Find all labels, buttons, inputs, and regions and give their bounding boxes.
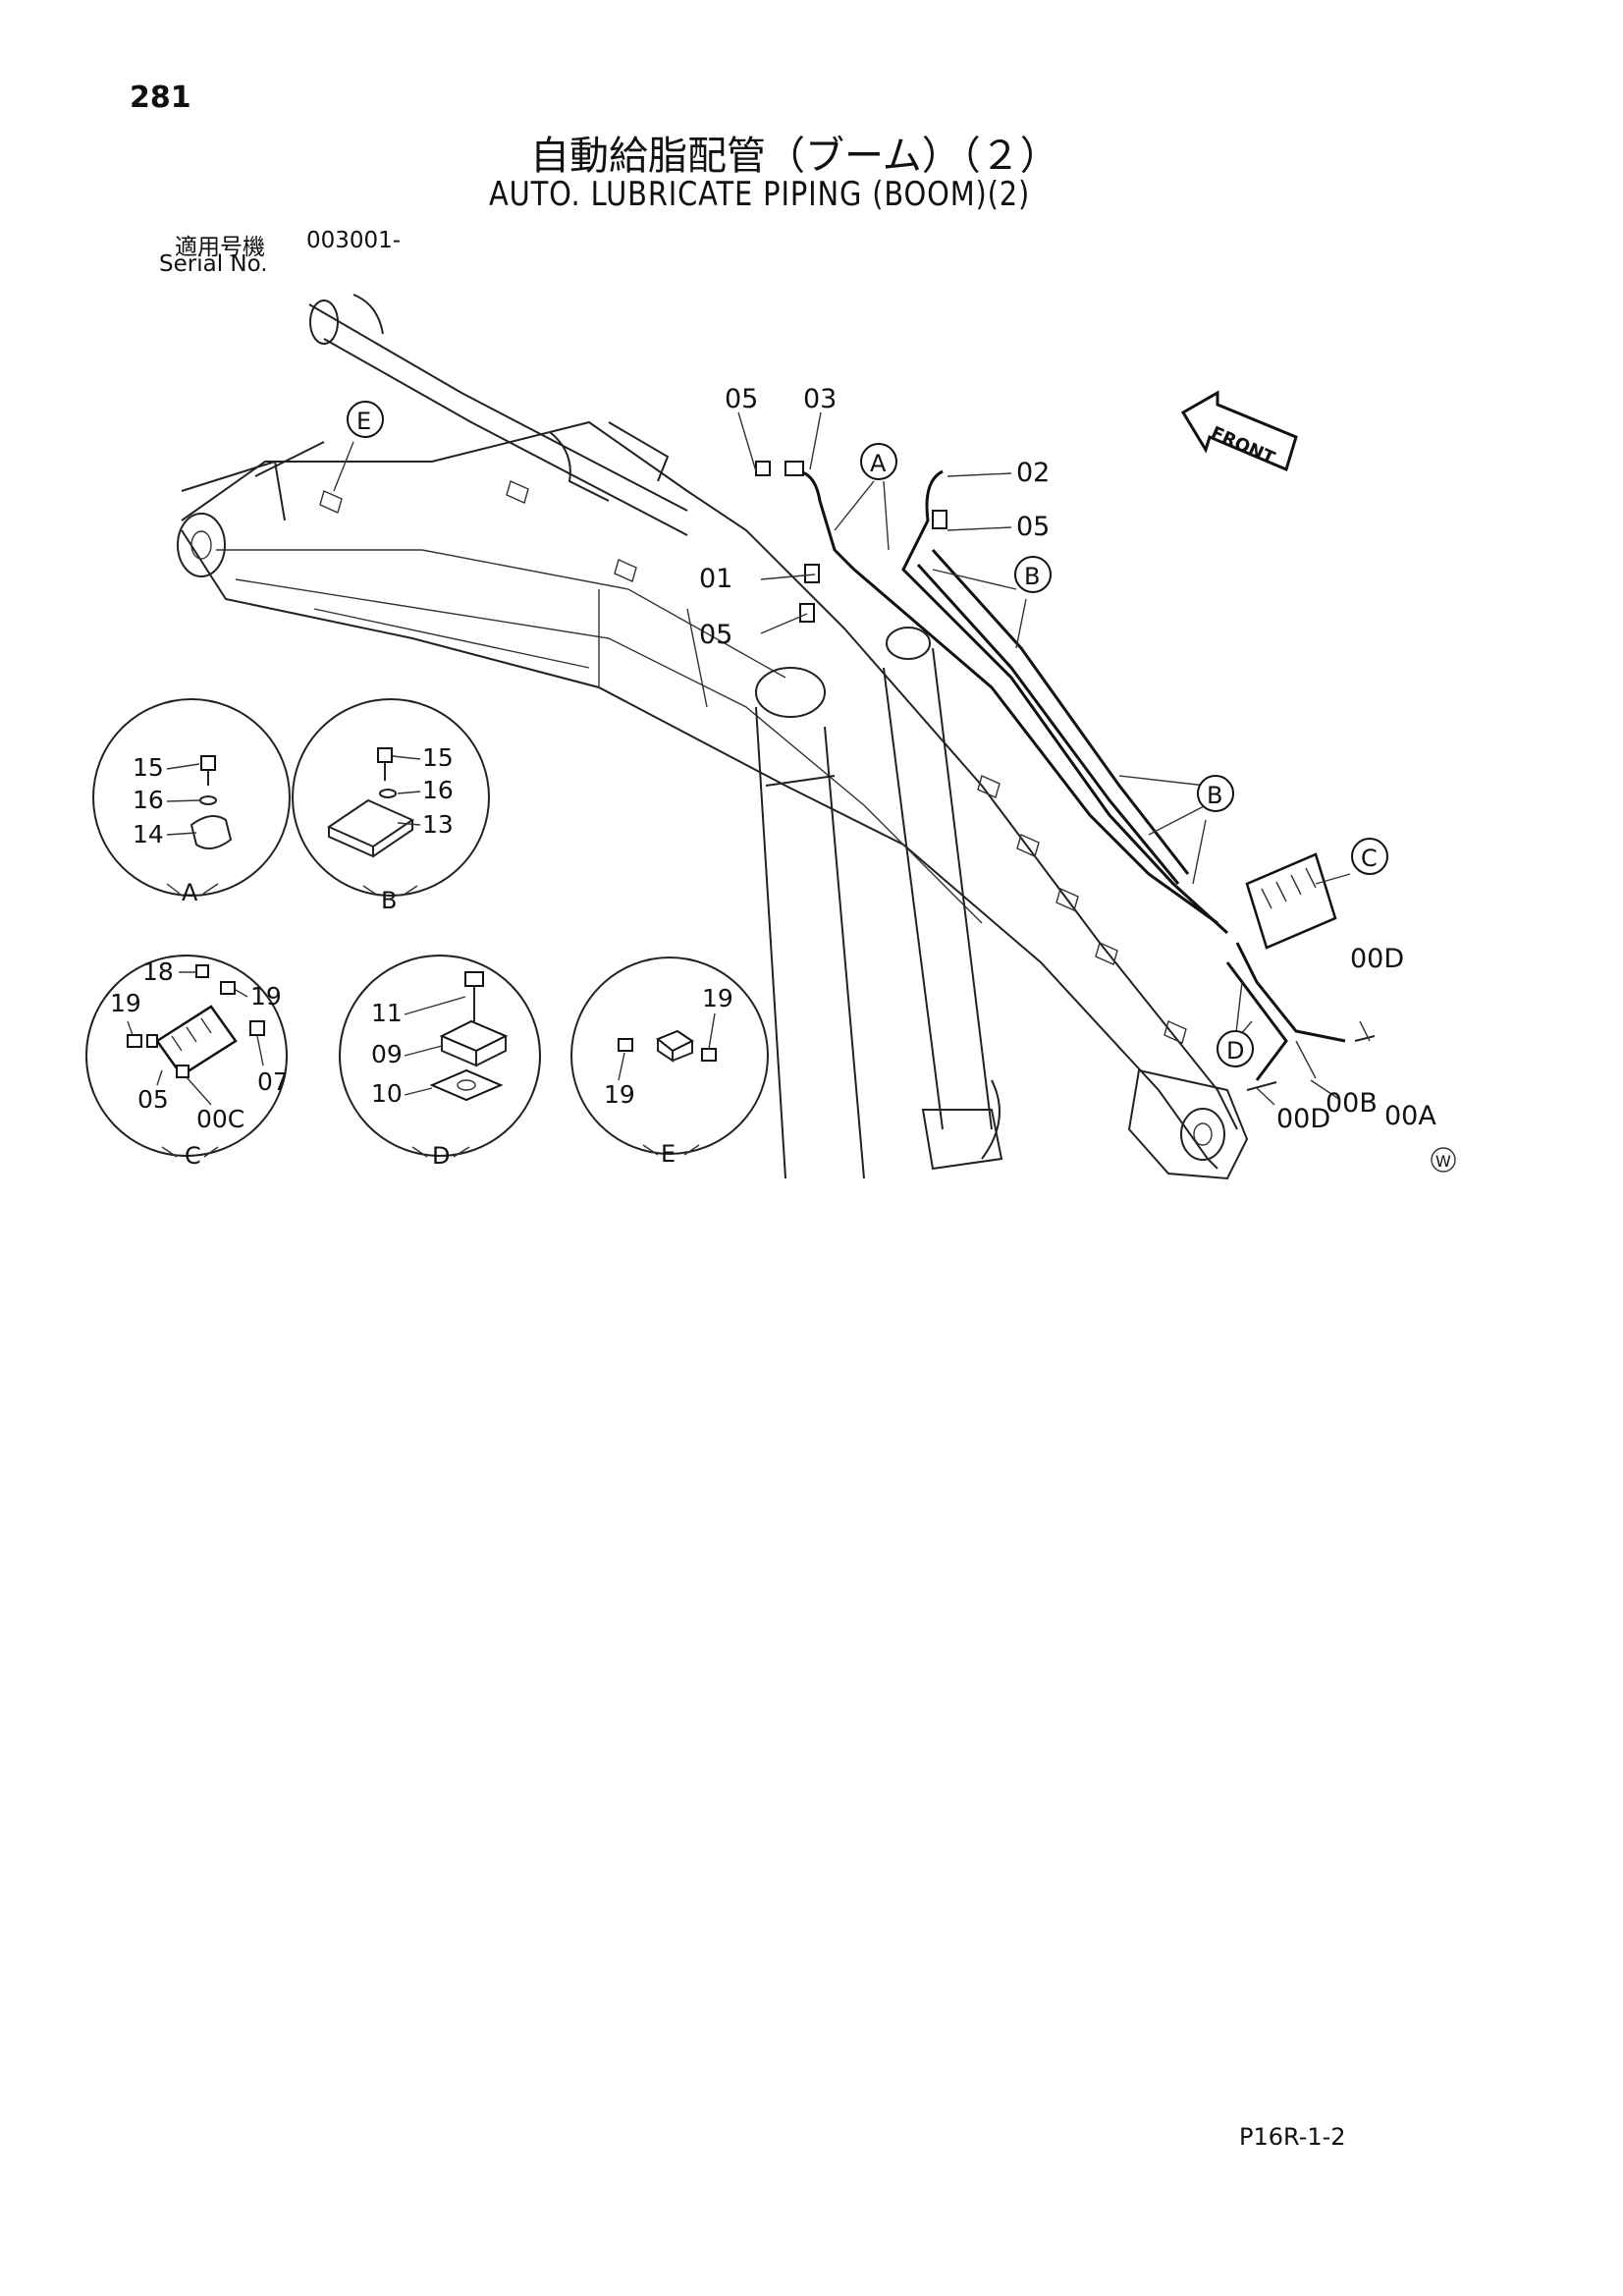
svg-text:D: D — [1226, 1037, 1244, 1065]
callout-00a: 00A — [1384, 1101, 1436, 1131]
detail-d: D 11 09 10 — [339, 955, 541, 1170]
detail-a: A 15 16 14 — [92, 698, 291, 906]
detail-d-part-11: 11 — [371, 999, 403, 1027]
callout-05-right: 05 — [1016, 512, 1050, 542]
reference-markers: E A B B C D — [347, 401, 1388, 1067]
ref-marker-e: E — [347, 401, 384, 438]
front-arrow: FRONT — [1180, 390, 1298, 472]
svg-text:E: E — [356, 408, 371, 435]
detail-a-part-15: 15 — [133, 753, 164, 782]
detail-b-part-15: 15 — [422, 743, 454, 772]
detail-c: C 18 19 19 05 00C 07 — [85, 955, 289, 1170]
callout-02: 02 — [1016, 458, 1050, 488]
detail-b: B 15 16 13 — [292, 698, 490, 914]
detail-b-part-13: 13 — [422, 810, 454, 839]
main-leader-lines — [333, 411, 1371, 1106]
callout-00b: 00B — [1325, 1088, 1378, 1119]
callout-01: 01 — [699, 564, 732, 594]
detail-b-part-16: 16 — [422, 776, 454, 804]
detail-d-part-09: 09 — [371, 1040, 403, 1068]
detail-e-part-19-top: 19 — [702, 984, 733, 1012]
detail-c-label: C — [185, 1142, 201, 1170]
callout-00d-right: 00D — [1350, 944, 1404, 974]
detail-a-part-16: 16 — [133, 786, 164, 814]
boom-illustration — [177, 294, 1249, 1180]
detail-c-part-05: 05 — [137, 1085, 169, 1114]
svg-text:B: B — [1207, 782, 1222, 809]
ref-marker-b-mid: B — [1197, 775, 1234, 812]
callout-05-mid: 05 — [699, 620, 732, 650]
detail-a-label: A — [182, 879, 198, 906]
callout-00d-bottom: 00D — [1276, 1104, 1330, 1134]
callout-05-top: 05 — [725, 384, 758, 414]
page-code: P16R-1-2 — [1239, 2123, 1346, 2151]
w-mark: W — [1435, 1152, 1451, 1171]
detail-b-label: B — [381, 887, 397, 914]
detail-c-part-19-right: 19 — [250, 982, 282, 1011]
detail-e-part-19-bottom: 19 — [604, 1080, 635, 1109]
detail-e-label: E — [661, 1140, 676, 1168]
callout-03: 03 — [803, 384, 837, 414]
title-japanese: 自動給脂配管（ブーム）（２） — [530, 134, 1059, 179]
detail-d-part-10: 10 — [371, 1079, 403, 1108]
detail-c-part-19-left: 19 — [110, 989, 141, 1017]
detail-a-part-14: 14 — [133, 820, 164, 848]
ref-marker-b-top: B — [1014, 556, 1052, 593]
svg-text:C: C — [1361, 845, 1378, 872]
ref-marker-c: C — [1351, 838, 1388, 875]
detail-e: E 19 19 — [570, 957, 769, 1168]
ref-marker-d: D — [1217, 1030, 1254, 1067]
serial-range: 003001- — [306, 228, 402, 253]
lubrication-pipes — [755, 461, 1376, 1091]
svg-text:A: A — [870, 450, 887, 477]
ref-marker-a: A — [860, 443, 897, 480]
svg-text:B: B — [1024, 563, 1040, 590]
serial-label-english: Serial No. — [159, 251, 268, 277]
title-english: AUTO. LUBRICATE PIPING (BOOM)(2) — [489, 175, 1031, 214]
serial-label-japanese: 適用号機 — [175, 235, 265, 260]
detail-d-label: D — [432, 1142, 450, 1170]
main-callouts: 05 03 02 05 01 05 00D 00A 00B 00D W — [699, 384, 1456, 1173]
detail-c-part-00c: 00C — [196, 1105, 244, 1133]
detail-c-part-07: 07 — [257, 1067, 289, 1096]
detail-c-part-18: 18 — [142, 957, 174, 986]
page-number: 281 — [130, 81, 191, 115]
